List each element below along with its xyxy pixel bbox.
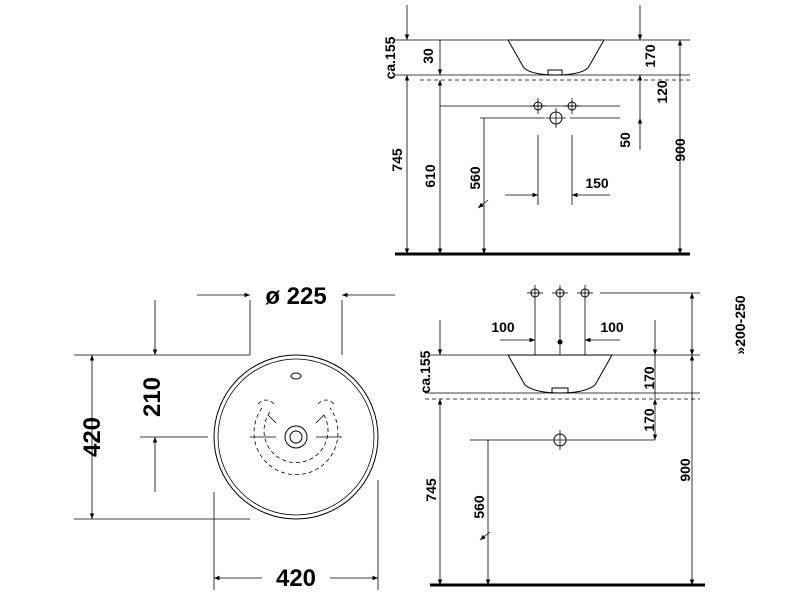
dim-745-label: 745 bbox=[389, 148, 405, 172]
dim-100-right-label: 100 bbox=[600, 319, 624, 335]
dim-30-label: 30 bbox=[420, 48, 436, 64]
dim-170-top-label: 170 bbox=[641, 366, 657, 390]
dim-420-width-label: 420 bbox=[276, 565, 316, 592]
faucet-fitting-right bbox=[577, 285, 593, 301]
overflow-hole bbox=[290, 372, 302, 380]
dim-100-left-label: 100 bbox=[491, 319, 515, 335]
dim-ca155-label: ca.155 bbox=[417, 350, 433, 393]
dim-range-label: »200-250 bbox=[732, 295, 748, 354]
dim-900-label: 900 bbox=[672, 138, 688, 162]
front-view: 100 100 »200-250 ca.155 170 170 745 560 … bbox=[417, 285, 748, 587]
drain-fitting bbox=[546, 108, 566, 128]
dim-745-label: 745 bbox=[423, 478, 439, 502]
faucet-fitting-center bbox=[552, 285, 568, 301]
dim-560-label: 560 bbox=[471, 495, 487, 519]
supply-fitting-left bbox=[530, 98, 546, 114]
drain-fitting bbox=[284, 425, 308, 449]
dim-170-label: 170 bbox=[642, 44, 658, 68]
supply-fitting-right bbox=[564, 98, 580, 114]
dim-420-height-label: 420 bbox=[79, 417, 106, 457]
dim-900-label: 900 bbox=[677, 458, 693, 482]
side-view: ca.155 30 745 610 560 150 170 120 50 900 bbox=[382, 5, 690, 256]
dim-210-label: 210 bbox=[139, 377, 166, 417]
plan-view: ø 225 210 420 420 bbox=[74, 283, 395, 592]
dim-50-label: 50 bbox=[617, 132, 633, 148]
dim-150-label: 150 bbox=[585, 175, 609, 191]
basin-outer-rim bbox=[213, 354, 379, 520]
dim-120-label: 120 bbox=[654, 80, 670, 104]
dim-diameter-label: ø 225 bbox=[265, 283, 326, 310]
faucet-fitting-left bbox=[527, 285, 543, 301]
dim-170-bottom-label: 170 bbox=[641, 408, 657, 432]
dim-560-label: 560 bbox=[467, 166, 483, 190]
dim-ca155-label: ca.155 bbox=[382, 36, 398, 79]
drain-fitting bbox=[550, 430, 570, 450]
basin-front-profile bbox=[507, 354, 613, 394]
dim-610-label: 610 bbox=[422, 164, 438, 188]
